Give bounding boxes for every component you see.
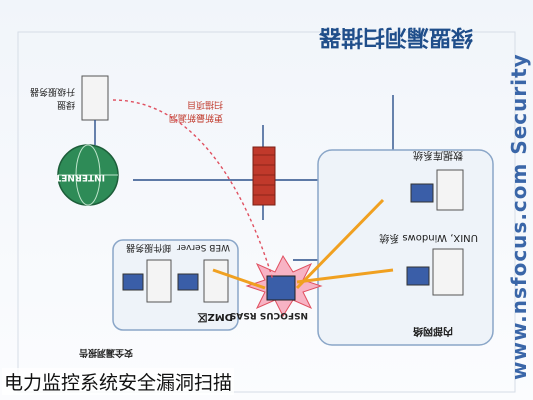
- scan-arrows: [212, 198, 394, 290]
- firewall-icon: [252, 146, 276, 206]
- internal-zone-label: 内部网络: [413, 325, 453, 336]
- update-note-label: 更新最新漏洞 扫描项目: [168, 99, 223, 122]
- sheet-frame: [17, 31, 516, 393]
- scanner-burst: [245, 254, 323, 318]
- scanner-label: NSFOCUS RSAS: [229, 310, 308, 320]
- internet-label: INTERNET: [55, 172, 105, 182]
- db-server-icon: [410, 169, 464, 211]
- internet-globe: [57, 144, 119, 206]
- diagram-title: 绿盟漏洞扫描器: [318, 24, 473, 49]
- report-label: 安全漏洞报告: [78, 347, 133, 357]
- unix-server-label: UNIX, Windows 系统: [379, 232, 478, 243]
- update-server-icon: [81, 75, 109, 145]
- page-caption: 电力监控系统安全漏洞扫描: [2, 368, 235, 395]
- side-url: www.nsfocus.com Security: [507, 53, 531, 380]
- db-server-label: 数据库系统: [413, 149, 463, 160]
- internal-network-box: [317, 149, 494, 346]
- mail-server-icon: [122, 259, 172, 303]
- web-server-icon: [177, 259, 229, 303]
- dmz-servers-label: WEB Server 邮件服务器: [126, 242, 230, 252]
- update-server-label: 绿盟 升级服务器: [29, 86, 75, 109]
- unix-server-icon: [406, 248, 464, 296]
- dmz-zone-label: DMZ区: [197, 311, 233, 322]
